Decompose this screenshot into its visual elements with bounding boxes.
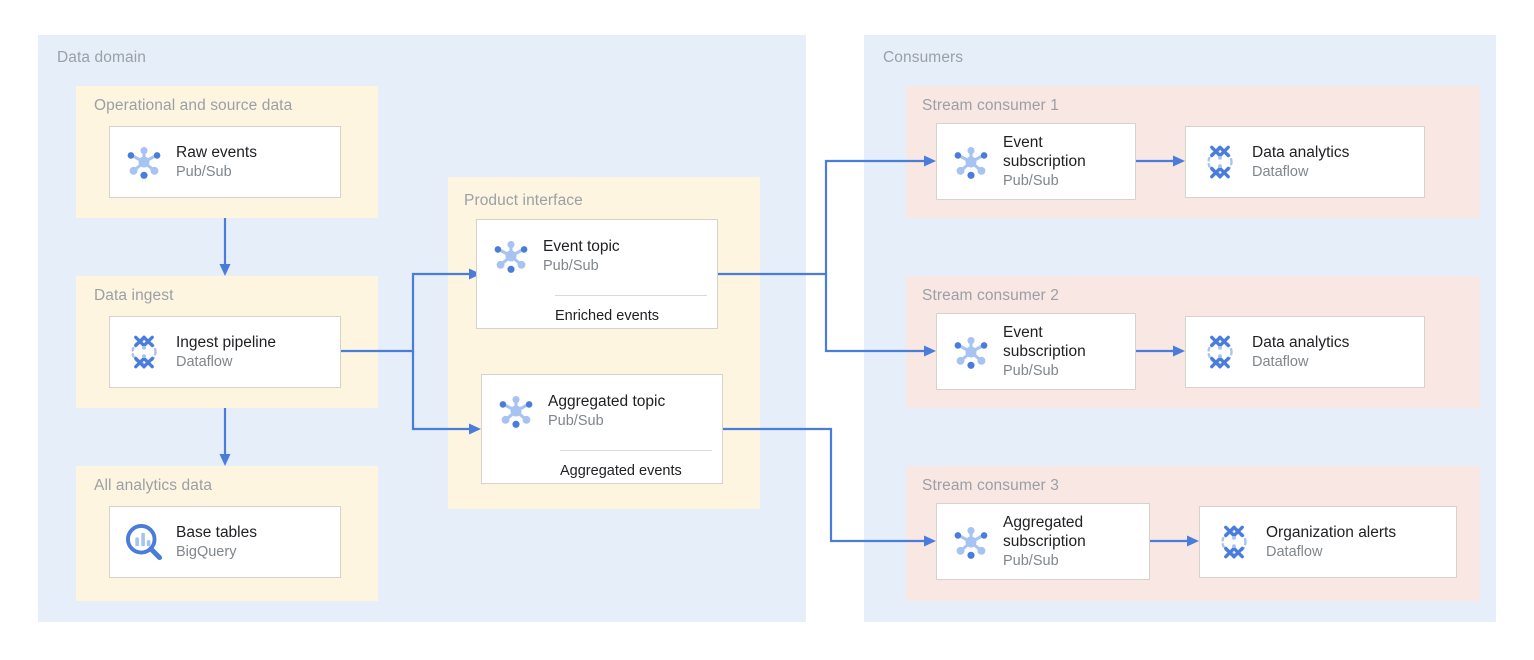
node-aggregated-topic-divider <box>560 450 712 451</box>
dataflow-icon <box>1212 520 1256 564</box>
node-event-topic-service: Pub/Sub <box>543 258 599 274</box>
pubsub-icon <box>489 234 533 278</box>
pubsub-icon <box>949 330 993 374</box>
pubsub-icon <box>494 389 538 433</box>
zone-data-ingest-title: Data ingest <box>94 287 174 304</box>
connector-ingest-to-base-tables <box>219 408 231 466</box>
node-base-tables-title: Base tables <box>176 524 257 541</box>
zone-operational-source-data-title: Operational and source data <box>94 97 293 114</box>
node-data-analytics-1[interactable]: Data analytics Dataflow <box>1185 126 1425 198</box>
node-event-subscription-2-service: Pub/Sub <box>1003 363 1059 379</box>
node-event-subscription-2[interactable]: Event subscription Pub/Sub <box>936 313 1136 390</box>
node-organization-alerts-3[interactable]: Organization alerts Dataflow <box>1199 506 1457 578</box>
node-ingest-pipeline[interactable]: Ingest pipeline Dataflow <box>109 316 341 388</box>
node-data-analytics-2-text: Data analytics Dataflow <box>1252 333 1414 371</box>
connector-ingest-to-topics <box>341 268 481 435</box>
node-data-analytics-2-service: Dataflow <box>1252 354 1309 370</box>
pubsub-icon <box>122 140 166 184</box>
dataflow-icon <box>122 330 166 374</box>
node-event-topic-payload: Enriched events <box>555 308 659 324</box>
node-event-topic-title: Event topic <box>543 238 620 255</box>
node-event-topic-text: Event topic Pub/Sub <box>543 237 707 275</box>
node-ingest-pipeline-title: Ingest pipeline <box>176 334 276 351</box>
node-raw-events-text: Raw events Pub/Sub <box>176 143 330 181</box>
node-aggregated-subscription-3-title: Aggregated subscription <box>1003 514 1086 550</box>
node-event-subscription-2-title: Event subscription <box>1003 324 1086 360</box>
node-base-tables[interactable]: Base tables BigQuery <box>109 506 341 578</box>
connector-event-sub-1-to-data-analytics-1 <box>1136 155 1185 167</box>
pubsub-icon <box>949 140 993 184</box>
bigquery-icon <box>122 520 166 564</box>
pubsub-icon <box>949 520 993 564</box>
node-aggregated-topic-service: Pub/Sub <box>548 413 604 429</box>
zone-all-analytics-data-title: All analytics data <box>94 477 213 494</box>
node-event-subscription-1-text: Event subscription Pub/Sub <box>1003 133 1125 190</box>
node-aggregated-subscription-3-text: Aggregated subscription Pub/Sub <box>1003 513 1139 570</box>
node-event-topic-divider <box>555 295 707 296</box>
node-organization-alerts-3-text: Organization alerts Dataflow <box>1266 523 1446 561</box>
connector-aggregated-sub-3-to-org-alerts-3 <box>1150 535 1199 547</box>
node-aggregated-topic-text: Aggregated topic Pub/Sub <box>548 392 712 430</box>
node-data-analytics-1-title: Data analytics <box>1252 144 1350 161</box>
node-data-analytics-2-title: Data analytics <box>1252 334 1350 351</box>
connector-event-sub-2-to-data-analytics-2 <box>1136 345 1185 357</box>
node-event-subscription-1-title: Event subscription <box>1003 134 1086 170</box>
node-event-subscription-2-text: Event subscription Pub/Sub <box>1003 323 1125 380</box>
zone-stream-consumer-3-title: Stream consumer 3 <box>922 477 1059 494</box>
connector-event-topic-to-consumers <box>718 155 936 357</box>
node-aggregated-topic[interactable]: Aggregated topic Pub/Sub Aggregated even… <box>481 374 723 484</box>
connector-aggregated-topic-to-consumer-3 <box>723 427 936 547</box>
zone-stream-consumer-1-title: Stream consumer 1 <box>922 97 1059 114</box>
zone-stream-consumer-2-title: Stream consumer 2 <box>922 287 1059 304</box>
node-event-subscription-1-service: Pub/Sub <box>1003 173 1059 189</box>
node-ingest-pipeline-text: Ingest pipeline Dataflow <box>176 333 330 371</box>
node-base-tables-service: BigQuery <box>176 544 237 560</box>
node-aggregated-topic-title: Aggregated topic <box>548 393 666 410</box>
dataflow-icon <box>1198 140 1242 184</box>
node-event-subscription-1[interactable]: Event subscription Pub/Sub <box>936 123 1136 200</box>
node-base-tables-text: Base tables BigQuery <box>176 523 330 561</box>
node-ingest-pipeline-service: Dataflow <box>176 354 233 370</box>
node-raw-events-title: Raw events <box>176 144 257 161</box>
node-raw-events-service: Pub/Sub <box>176 164 232 180</box>
node-raw-events[interactable]: Raw events Pub/Sub <box>109 126 341 198</box>
node-organization-alerts-3-title: Organization alerts <box>1266 524 1397 541</box>
dataflow-icon <box>1198 330 1242 374</box>
node-organization-alerts-3-service: Dataflow <box>1266 544 1323 560</box>
zone-consumers-title: Consumers <box>883 49 964 66</box>
node-data-analytics-1-text: Data analytics Dataflow <box>1252 143 1414 181</box>
node-event-topic[interactable]: Event topic Pub/Sub Enriched events <box>476 219 718 329</box>
node-data-analytics-1-service: Dataflow <box>1252 164 1309 180</box>
node-aggregated-subscription-3-service: Pub/Sub <box>1003 553 1059 569</box>
zone-product-interface-title: Product interface <box>464 192 583 209</box>
zone-data-domain-title: Data domain <box>57 49 146 66</box>
node-aggregated-subscription-3[interactable]: Aggregated subscription Pub/Sub <box>936 503 1150 580</box>
node-data-analytics-2[interactable]: Data analytics Dataflow <box>1185 316 1425 388</box>
node-aggregated-topic-payload: Aggregated events <box>560 463 682 479</box>
connector-raw-events-to-ingest <box>219 218 231 276</box>
